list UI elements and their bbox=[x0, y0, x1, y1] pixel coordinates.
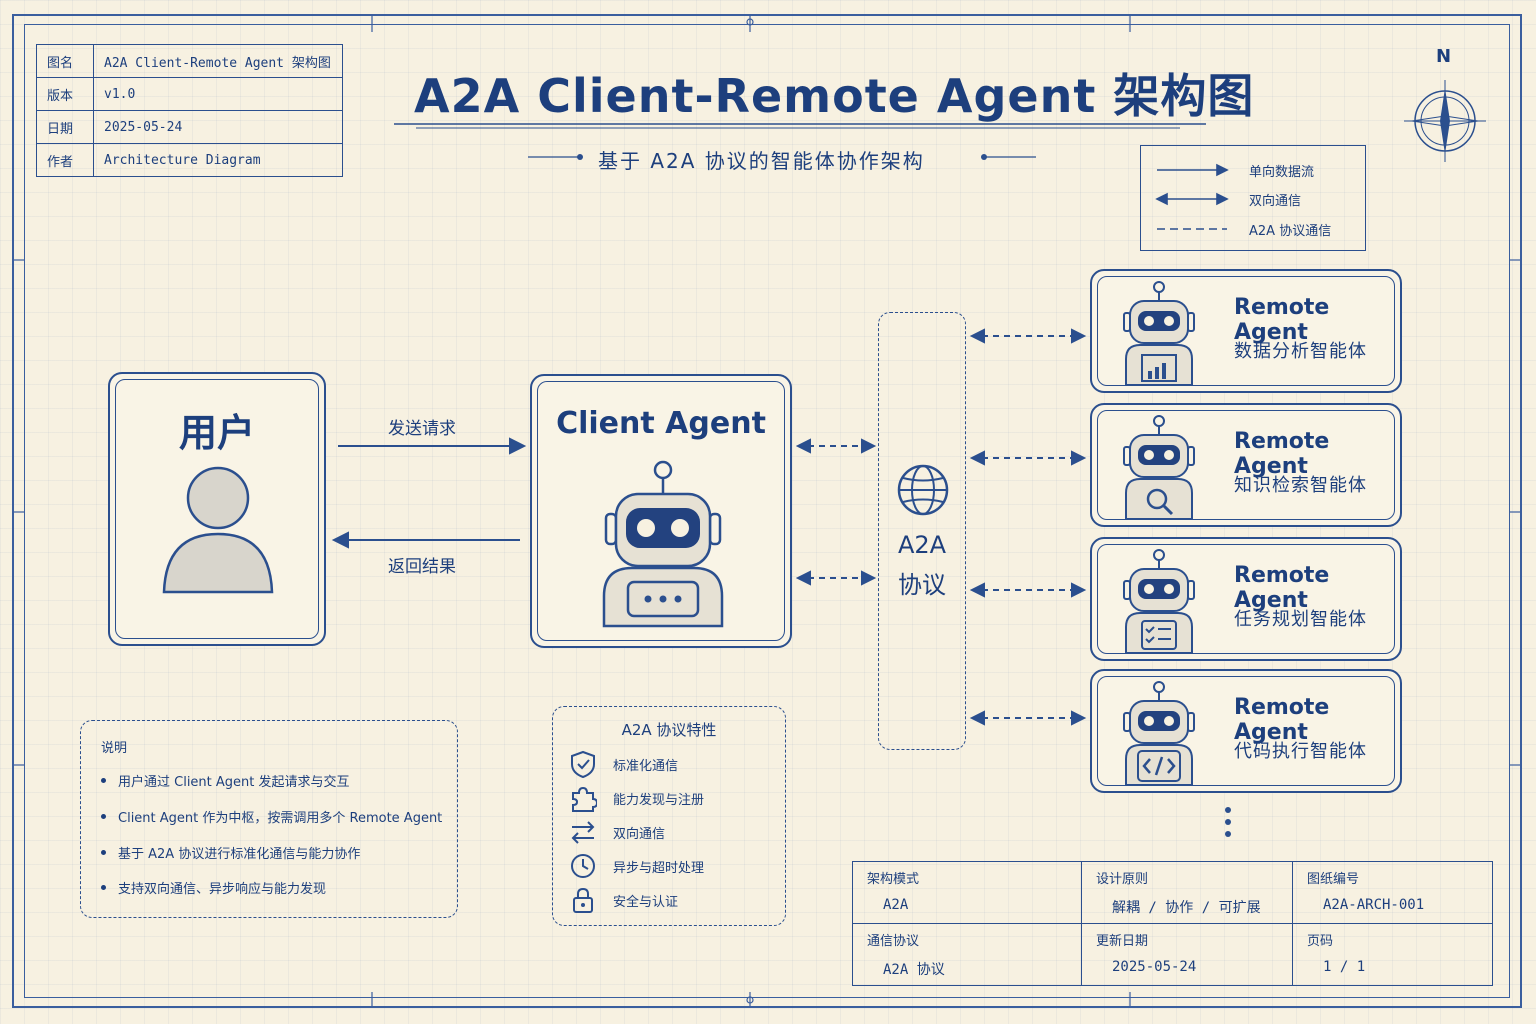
info-key: 版本 bbox=[36, 77, 94, 111]
magnifier-icon bbox=[1146, 488, 1174, 516]
note-item: 基于 A2A 协议进行标准化通信与能力协作 bbox=[101, 843, 360, 862]
a2a-protocol-node: A2A 协议 bbox=[878, 312, 966, 750]
subtitle-right-rule bbox=[981, 154, 1036, 160]
robot-icon bbox=[602, 460, 724, 628]
info-value: A2A Client-Remote Agent 架构图 bbox=[93, 44, 343, 78]
feature-item: 标准化通信 bbox=[569, 747, 704, 781]
lock-icon bbox=[573, 887, 593, 913]
info-key: 图名 bbox=[36, 44, 94, 78]
protocol-label-line1: A2A bbox=[897, 531, 947, 559]
title-block-key: 设计原则 bbox=[1096, 872, 1149, 887]
feature-item: 能力发现与注册 bbox=[569, 781, 704, 815]
notes-panel: 说明 用户通过 Client Agent 发起请求与交互 Client Agen… bbox=[80, 720, 458, 918]
legend-label: A2A 协议通信 bbox=[1249, 224, 1332, 239]
legend-label: 单向数据流 bbox=[1249, 165, 1315, 180]
inner-frame bbox=[24, 24, 1510, 998]
compass-north-label: N bbox=[1436, 46, 1452, 67]
checklist-icon bbox=[1141, 620, 1177, 650]
send-request-label: 发送请求 bbox=[388, 419, 456, 439]
legend-symbols bbox=[1155, 163, 1229, 230]
info-key: 作者 bbox=[36, 143, 94, 177]
client-agent-node: Client Agent bbox=[530, 374, 792, 648]
legend-box: 单向数据流 双向通信 A2A 协议通信 bbox=[1140, 145, 1366, 251]
clock-icon bbox=[571, 854, 595, 878]
note-item: 用户通过 Client Agent 发起请求与交互 bbox=[101, 771, 350, 790]
info-key: 日期 bbox=[36, 110, 94, 144]
protocol-remote-arrows bbox=[969, 328, 1087, 726]
remote-agent-title: Remote Agent bbox=[1234, 429, 1330, 479]
remote-agent-card: Remote Agent 知识检索智能体 bbox=[1090, 403, 1402, 527]
remote-agent-card: Remote Agent 数据分析智能体 bbox=[1090, 269, 1402, 393]
info-value: v1.0 bbox=[93, 77, 343, 111]
shield-check-icon bbox=[571, 750, 595, 778]
title-block-value: A2A 协议 bbox=[883, 962, 945, 978]
page-title: A2A Client-Remote Agent 架构图 bbox=[414, 69, 1255, 123]
remote-agent-card: Remote Agent 任务规划智能体 bbox=[1090, 537, 1402, 661]
client-agent-title: Client Agent bbox=[556, 406, 766, 441]
feature-item: 双向通信 bbox=[569, 815, 704, 849]
outer-frame bbox=[12, 14, 1522, 1008]
swap-arrows-icon bbox=[571, 821, 595, 844]
feature-item: 异步与超时处理 bbox=[569, 849, 704, 883]
legend-label: 双向通信 bbox=[1249, 194, 1302, 209]
globe-icon bbox=[897, 464, 949, 516]
return-result-label: 返回结果 bbox=[388, 557, 456, 577]
title-block-key: 架构模式 bbox=[867, 872, 920, 887]
remote-agent-title: Remote Agent bbox=[1234, 295, 1330, 345]
title-block-value: 解耦 / 协作 / 可扩展 bbox=[1112, 900, 1261, 916]
more-ellipsis-icon bbox=[1225, 807, 1231, 837]
title-block-key: 更新日期 bbox=[1096, 934, 1149, 949]
title-block-key: 通信协议 bbox=[867, 934, 920, 949]
title-block-key: 页码 bbox=[1307, 934, 1334, 949]
note-item: 支持双向通信、异步响应与能力发现 bbox=[101, 878, 326, 897]
robot-icon bbox=[1123, 681, 1195, 786]
notes-heading: 说明 bbox=[101, 741, 128, 756]
title-underline bbox=[394, 123, 1206, 129]
code-icon bbox=[1137, 750, 1181, 782]
user-icon bbox=[162, 466, 274, 594]
user-client-arrows bbox=[331, 437, 527, 549]
protocol-label-line2: 协议 bbox=[898, 571, 946, 599]
note-item: Client Agent 作为中枢，按需调用多个 Remote Agent bbox=[101, 807, 442, 826]
subtitle-left-rule bbox=[528, 154, 583, 160]
title-block-value: A2A bbox=[883, 897, 909, 913]
robot-icon bbox=[1123, 415, 1195, 520]
features-panel: A2A 协议特性 标准化通信 能力发现与注册 双向通信 异步与超时处理 安全与认… bbox=[552, 706, 786, 926]
remote-agent-subtitle: 代码执行智能体 bbox=[1234, 741, 1367, 762]
user-node: 用户 bbox=[108, 372, 326, 646]
remote-agent-title: Remote Agent bbox=[1234, 563, 1330, 613]
client-protocol-arrows bbox=[796, 438, 877, 586]
robot-icon bbox=[1123, 549, 1195, 654]
title-block-value: 1 / 1 bbox=[1323, 959, 1366, 975]
remote-agent-subtitle: 任务规划智能体 bbox=[1234, 609, 1367, 630]
page-subtitle: 基于 A2A 协议的智能体协作架构 bbox=[598, 149, 925, 173]
compass-icon bbox=[1404, 80, 1486, 162]
title-block-value: A2A-ARCH-001 bbox=[1323, 897, 1425, 913]
features-heading: A2A 协议特性 bbox=[621, 721, 717, 739]
remote-agent-subtitle: 知识检索智能体 bbox=[1234, 475, 1367, 496]
remote-agent-subtitle: 数据分析智能体 bbox=[1234, 341, 1367, 362]
robot-icon bbox=[1123, 281, 1195, 386]
bar-chart-icon bbox=[1141, 354, 1177, 382]
user-title: 用户 bbox=[178, 411, 255, 455]
title-block: 架构模式 A2A 设计原则解耦 / 协作 / 可扩展 图纸编号 A2A-ARCH-0… bbox=[852, 861, 1493, 986]
info-value: Architecture Diagram bbox=[93, 143, 343, 177]
remote-agent-title: Remote Agent bbox=[1234, 695, 1330, 745]
title-block-key: 图纸编号 bbox=[1307, 872, 1360, 887]
remote-agent-card: Remote Agent 代码执行智能体 bbox=[1090, 669, 1402, 793]
info-value: 2025-05-24 bbox=[93, 110, 343, 144]
feature-item: 安全与认证 bbox=[569, 883, 704, 917]
puzzle-icon bbox=[572, 786, 597, 812]
title-block-value: 2025-05-24 bbox=[1112, 959, 1197, 975]
